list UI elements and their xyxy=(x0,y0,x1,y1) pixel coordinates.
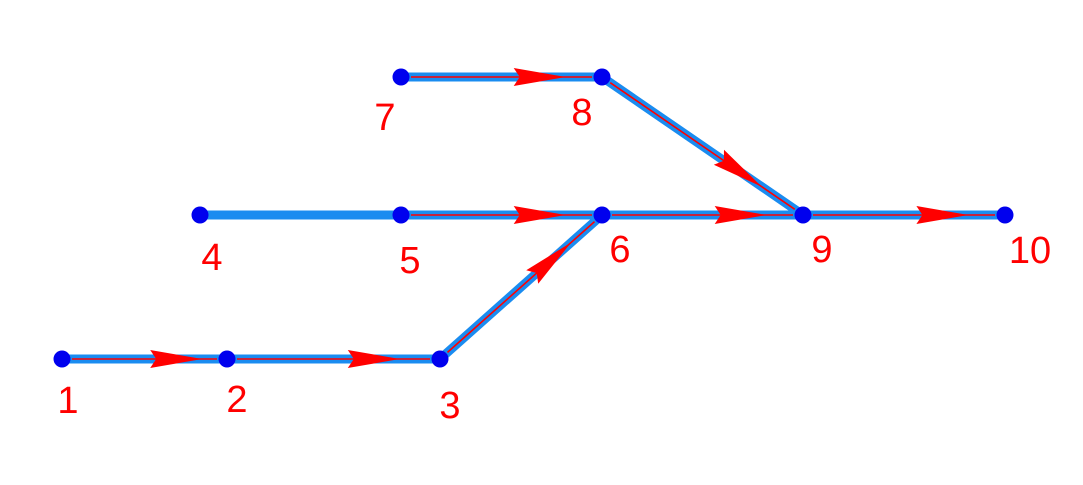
node-label-3: 3 xyxy=(439,385,460,427)
arrowhead-6-9 xyxy=(714,206,767,224)
nodes-layer xyxy=(53,68,1014,368)
node-6 xyxy=(593,206,611,224)
node-2 xyxy=(218,350,236,368)
node-label-6: 6 xyxy=(609,229,630,271)
arrowhead-2-3 xyxy=(347,350,400,368)
node-8 xyxy=(593,68,611,86)
node-7 xyxy=(392,68,410,86)
arrowhead-5-6 xyxy=(513,206,566,224)
arrowhead-9-10 xyxy=(916,206,969,224)
labels-layer: 1 2 3 4 5 6 7 8 9 10 xyxy=(57,92,1051,427)
node-label-8: 8 xyxy=(571,92,592,134)
node-label-2: 2 xyxy=(226,379,247,421)
arrows-layer xyxy=(150,68,969,368)
node-label-10: 10 xyxy=(1009,230,1051,272)
arrowhead-3-6 xyxy=(526,242,572,284)
arrowhead-1-2 xyxy=(150,350,203,368)
edges-layer xyxy=(57,72,1010,364)
node-5 xyxy=(392,206,410,224)
arrowhead-7-8 xyxy=(513,68,566,86)
arrowhead-8-9 xyxy=(713,149,762,187)
edge-direction-line-8-9 xyxy=(609,82,796,210)
node-label-5: 5 xyxy=(399,240,420,282)
node-4 xyxy=(191,206,209,224)
node-1 xyxy=(53,350,71,368)
node-label-1: 1 xyxy=(57,380,78,422)
node-label-7: 7 xyxy=(374,97,395,139)
node-3 xyxy=(431,350,449,368)
node-9 xyxy=(794,206,812,224)
node-10 xyxy=(996,206,1014,224)
node-label-9: 9 xyxy=(811,229,832,271)
edge-direction-line-3-6 xyxy=(446,221,596,353)
node-label-4: 4 xyxy=(201,237,222,279)
